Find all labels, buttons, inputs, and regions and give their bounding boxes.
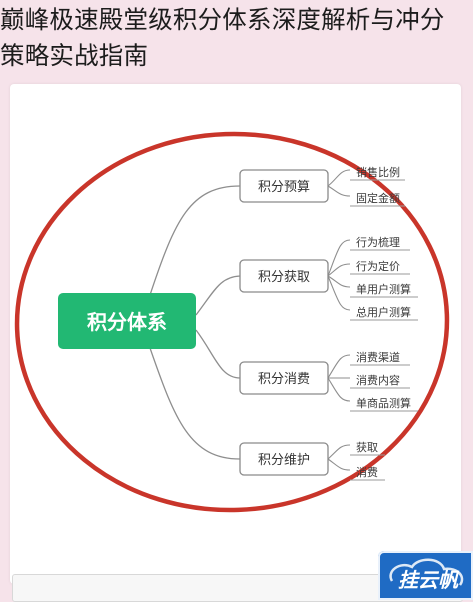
page-title-line-2: 策略实战指南 (0, 41, 149, 70)
connector-acquire-leaf-4 (327, 275, 351, 311)
watermark-text: 挂云帆 (398, 568, 460, 592)
connector-maintain-leaf-1 (327, 444, 351, 460)
connector-acquire-leaf-2 (327, 263, 351, 277)
leaf-label: 固定金额 (356, 191, 400, 205)
leaf-label: 消费内容 (356, 373, 400, 387)
leaf-label: 获取 (356, 441, 378, 454)
connector-root-maintain (149, 347, 241, 460)
branch-node-acquire (239, 259, 329, 293)
watermark-logo: 挂云帆 (378, 551, 473, 600)
highlight-ellipse (14, 131, 450, 513)
root-node (58, 293, 196, 349)
leaf-label: 单用户测算 (356, 282, 411, 296)
branch-node-consume (239, 361, 329, 395)
connector-root-consume (195, 329, 241, 379)
leaf-label: 单商品测算 (356, 396, 411, 410)
page-title-line-1: 巅峰极速殿堂级积分体系深度解析与冲分 (0, 5, 445, 34)
leaf-label: 行为梳理 (356, 235, 400, 249)
cloud-swoosh-icon (389, 558, 464, 586)
root-node-label: 积分体系 (87, 310, 167, 334)
connector-acquire-leaf-1 (327, 239, 351, 277)
branch-node-consume-label: 积分消费 (258, 372, 310, 387)
connector-consume-leaf-1 (327, 354, 351, 379)
leaf-label: 行为定价 (356, 259, 400, 273)
connector-acquire-leaf-3 (327, 275, 351, 288)
connector-consume-leaf-3 (327, 377, 351, 402)
branch-node-maintain-label: 积分维护 (258, 453, 310, 468)
page-title: 巅峰极速殿堂级积分体系深度解析与冲分 策略实战指南 (0, 2, 473, 74)
connector-root-acquire (195, 275, 241, 316)
branch-node-budget-label: 积分预算 (258, 180, 310, 195)
connector-budget-leaf-1 (327, 169, 351, 187)
leaf-label: 消费渠道 (356, 350, 400, 364)
connector-maintain-leaf-2 (327, 458, 351, 471)
branch-node-acquire-label: 积分获取 (258, 270, 310, 285)
leaf-label: 消费 (356, 465, 378, 479)
connector-budget-leaf-2 (327, 185, 351, 197)
connector-root-budget (149, 185, 241, 296)
leaf-label: 总用户测算 (356, 305, 411, 319)
branch-node-maintain (239, 442, 329, 476)
branch-node-budget (239, 169, 329, 203)
leaf-label: 销售比例 (356, 165, 400, 179)
